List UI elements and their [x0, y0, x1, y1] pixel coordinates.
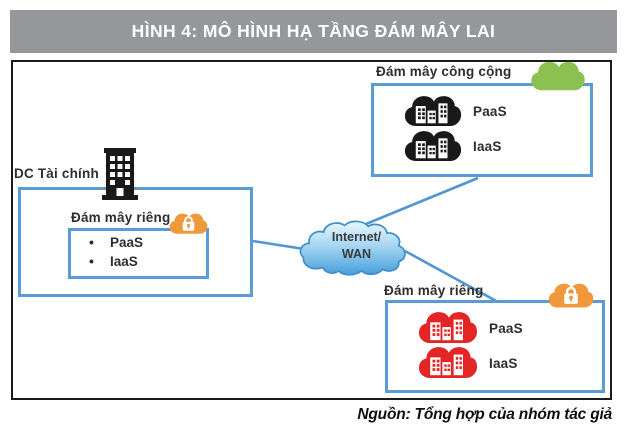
- public-iaas-row: IaaS: [404, 130, 502, 163]
- list-item: IaaS: [87, 252, 143, 271]
- private-cloud-inner-label: Đám mây riêng: [71, 210, 171, 225]
- finance-dc-label: DC Tài chính: [14, 166, 99, 181]
- cloud-buildings-icon: [418, 311, 478, 345]
- public-paas-row: PaaS: [404, 95, 507, 128]
- figure-title-bar: HÌNH 4: MÔ HÌNH HẠ TẦNG ĐÁM MÂY LAI: [10, 10, 617, 53]
- public-iaas-label: IaaS: [473, 139, 502, 154]
- cloud-buildings-icon: [404, 95, 462, 128]
- building-icon: [102, 148, 138, 200]
- public-cloud-label: Đám mây công cộng: [376, 64, 512, 79]
- private-cloud-inner-box: [68, 228, 209, 279]
- lock-cloud-icon: [548, 283, 594, 309]
- internet-wan-label-line2: WAN: [341, 247, 372, 261]
- green-cloud-icon: [526, 61, 590, 92]
- figure-title: HÌNH 4: MÔ HÌNH HẠ TẦNG ĐÁM MÂY LAI: [131, 21, 496, 41]
- internet-wan-label-line1: Internet/: [331, 230, 382, 244]
- private-paas-label: PaaS: [489, 320, 523, 336]
- internet-wan-label: Internet/ WAN: [293, 229, 420, 263]
- list-item: PaaS: [87, 233, 143, 252]
- finance-dc-box: [18, 187, 253, 297]
- public-cloud-box: [371, 83, 593, 177]
- cloud-buildings-icon: [404, 130, 462, 163]
- figure-source: Nguồn: Tổng hợp của nhóm tác giả: [357, 406, 612, 423]
- lock-cloud-icon: [169, 212, 208, 236]
- private-cloud-service-list: PaaS IaaS: [87, 233, 143, 271]
- private-iaas-row: IaaS: [418, 346, 518, 380]
- internet-wan-cloud-icon: [299, 220, 406, 276]
- public-paas-label: PaaS: [473, 104, 507, 119]
- private-cloud-right-label: Đám mây riêng: [384, 283, 484, 298]
- private-iaas-label: IaaS: [489, 355, 518, 371]
- cloud-buildings-icon: [418, 346, 478, 380]
- private-paas-row: PaaS: [418, 311, 523, 345]
